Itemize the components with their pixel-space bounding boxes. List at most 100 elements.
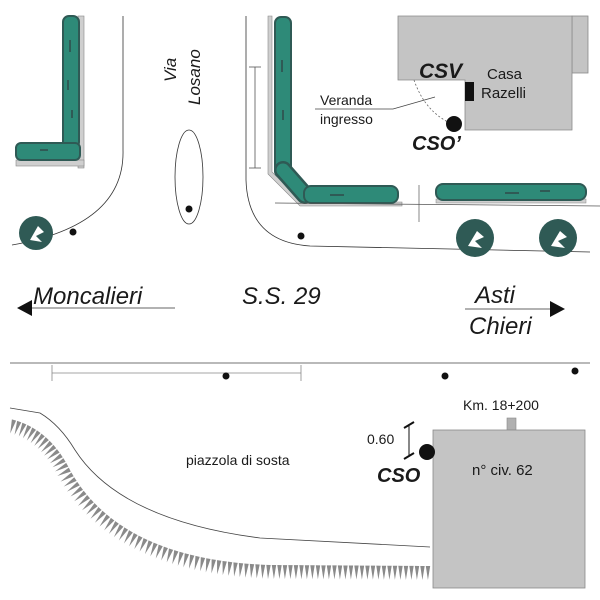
upper-right-hedge: [274, 16, 399, 204]
embankment-tooth: [376, 565, 381, 580]
embankment-tooth: [30, 430, 41, 444]
embankment-tooth: [277, 565, 282, 580]
cso-marker: [419, 444, 435, 460]
embankment-tooth: [52, 458, 66, 468]
embankment-tooth: [118, 527, 129, 541]
embankment-tooth: [60, 472, 74, 482]
street-name-via: Via: [161, 58, 180, 82]
veranda-label-line2: ingresso: [320, 111, 373, 127]
embankment-tooth: [326, 565, 332, 580]
embankment-tooth: [104, 517, 115, 531]
embankment-tooth: [113, 524, 124, 538]
direction-moncalieri: [17, 300, 175, 316]
embankment-tooth: [129, 533, 138, 547]
embankment-tooth: [217, 560, 222, 575]
embankment-tooth: [293, 565, 299, 580]
embankment-tooth: [18, 422, 27, 437]
lower-right-hedge: [435, 183, 587, 204]
embankment-tooth: [155, 544, 163, 559]
embankment-tooth: [94, 510, 106, 523]
embankment-tooth: [172, 550, 179, 565]
embankment-tooth: [166, 548, 174, 563]
embankment-hatching: [10, 419, 431, 580]
embankment-tooth: [123, 530, 133, 544]
km-marker-label: Km. 18+200: [463, 397, 539, 413]
dimension-bracket: [51, 365, 302, 381]
distance-label: 0.60: [367, 431, 394, 447]
upper-left-hedge: [15, 15, 81, 161]
embankment-tooth: [354, 565, 359, 580]
building-civ-62: [432, 417, 586, 589]
embankment-tooth: [10, 419, 17, 434]
embankment-tooth: [90, 507, 102, 519]
point-marker: [185, 205, 193, 213]
embankment-tooth: [403, 565, 409, 580]
embankment-tooth: [188, 554, 195, 569]
curb-right-street: [245, 16, 591, 253]
embankment-tooth: [108, 521, 119, 534]
embankment-tooth: [161, 546, 168, 561]
embankment-tooth: [205, 558, 211, 573]
embankment-tooth: [271, 565, 277, 580]
embankment-tooth: [26, 427, 37, 441]
embankment-tooth: [74, 490, 87, 502]
property-line: [274, 202, 600, 207]
embankment-tooth: [321, 565, 326, 580]
embankment-tooth: [57, 467, 71, 476]
embankment-tooth: [49, 453, 63, 464]
layby-edge: [9, 407, 431, 548]
embankment-tooth: [310, 565, 315, 580]
tree-icon: [456, 219, 494, 257]
embankment-tooth: [315, 565, 321, 580]
embankment-tooth: [99, 514, 111, 527]
embankment-tooth: [233, 562, 238, 577]
direction-label-asti: Asti: [473, 282, 516, 309]
embankment-tooth: [66, 481, 80, 492]
cso-label: CSO: [377, 465, 421, 487]
embankment-tooth: [398, 565, 403, 580]
embankment-tooth: [177, 551, 184, 566]
veranda-leader: [315, 96, 436, 110]
embankment-tooth: [337, 565, 343, 580]
point-marker: [297, 232, 305, 240]
distance-dimension: [403, 421, 415, 460]
embankment-tooth: [40, 440, 53, 453]
traffic-island: [174, 129, 204, 225]
embankment-tooth: [134, 535, 143, 550]
embankment-tooth: [299, 565, 304, 580]
embankment-tooth: [332, 565, 337, 580]
direction-asti-chieri: [465, 301, 565, 317]
embankment-tooth: [82, 499, 94, 511]
csv-label: CSV: [419, 60, 464, 83]
embankment-tooth: [200, 557, 206, 572]
embankment-tooth: [370, 565, 376, 580]
embankment-tooth: [282, 565, 288, 580]
embankment-tooth: [244, 563, 249, 578]
road-name: S.S. 29: [242, 283, 321, 310]
direction-label-chieri: Chieri: [469, 313, 532, 340]
embankment-tooth: [420, 565, 425, 580]
embankment-tooth: [211, 559, 216, 574]
embankment-tooth: [348, 565, 354, 580]
embankment-tooth: [381, 565, 387, 580]
embankment-tooth: [150, 542, 158, 557]
embankment-tooth: [359, 565, 365, 580]
embankment-tooth: [14, 420, 22, 435]
embankment-tooth: [22, 424, 32, 439]
building-civ-label: n° civ. 62: [472, 462, 533, 479]
embankment-tooth: [139, 538, 148, 552]
embankment-tooth: [238, 562, 244, 578]
embankment-tooth: [34, 433, 45, 446]
embankment-tooth: [255, 564, 260, 579]
embankment-tooth: [304, 565, 310, 580]
embankment-tooth: [288, 565, 293, 580]
embankment-tooth: [37, 437, 49, 449]
direction-label-moncalieri: Moncalieri: [33, 283, 143, 310]
point-marker: [69, 228, 77, 236]
point-marker: [222, 372, 230, 380]
embankment-tooth: [409, 565, 414, 580]
embankment-tooth: [266, 564, 271, 579]
embankment-tooth: [249, 563, 255, 579]
embankment-tooth: [70, 486, 84, 497]
